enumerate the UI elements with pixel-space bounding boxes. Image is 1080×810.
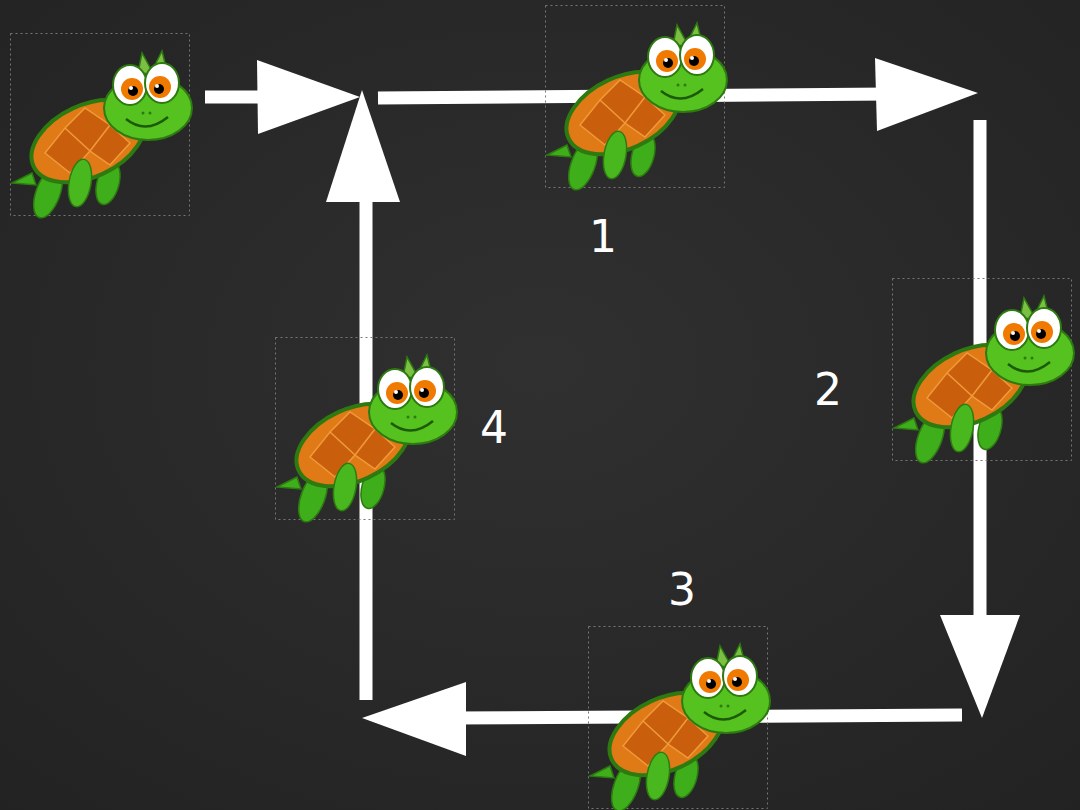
turtle [589, 627, 771, 810]
callout-number: 1 [589, 215, 617, 259]
callout-number: 4 [480, 406, 508, 450]
turtle [893, 279, 1075, 467]
turtle [546, 6, 728, 194]
callout-number: 3 [668, 568, 696, 612]
callout-number: 2 [814, 368, 842, 412]
turtle [276, 338, 458, 526]
turtle [11, 34, 193, 222]
turtle-figures [11, 6, 1075, 810]
